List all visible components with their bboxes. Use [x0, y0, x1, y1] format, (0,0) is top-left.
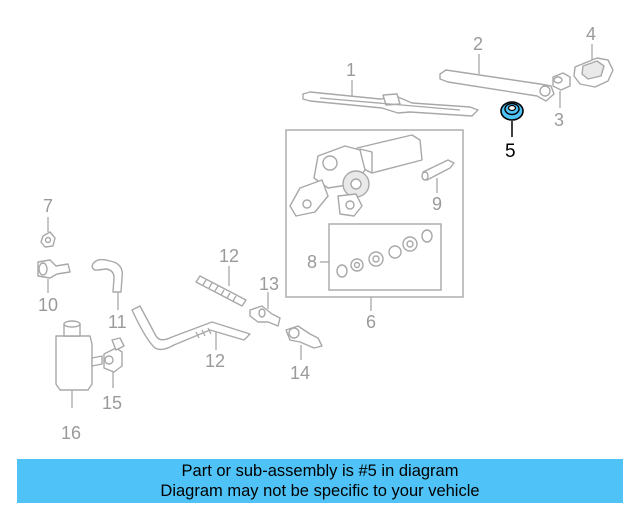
callout-9[interactable]: 9 [432, 194, 442, 214]
callout-5[interactable]: 5 [505, 141, 516, 162]
callout-6[interactable]: 6 [366, 312, 376, 332]
banner-line-2: Diagram may not be specific to your vehi… [160, 482, 480, 500]
callout-12b[interactable]: 12 [205, 351, 225, 371]
part-4-cap[interactable] [573, 57, 614, 88]
callout-14[interactable]: 14 [290, 363, 310, 383]
callout-13[interactable]: 13 [259, 274, 279, 294]
part-12-hose-lower[interactable] [131, 305, 251, 351]
part-5-grommet[interactable] [500, 101, 524, 121]
part-13-connector[interactable] [249, 305, 281, 327]
part-11-hose-elbow[interactable] [91, 258, 124, 293]
banner-line-1: Part or sub-assembly is #5 in diagram [181, 462, 459, 480]
part-3-nut[interactable] [552, 72, 571, 91]
part-14-check-valve[interactable] [285, 325, 323, 349]
part-15-washer-pump[interactable] [103, 337, 125, 373]
part-2-wiper-arm[interactable] [439, 69, 555, 102]
part-7-clip[interactable] [40, 231, 56, 248]
part-9-pin[interactable] [421, 159, 455, 181]
callout-8[interactable]: 8 [307, 252, 317, 272]
callout-10[interactable]: 10 [38, 295, 58, 315]
part-8-seals[interactable] [336, 229, 433, 278]
part-12-ribbed-hose-upper[interactable] [195, 275, 247, 307]
part-16-reservoir[interactable] [55, 320, 103, 391]
callout-1[interactable]: 1 [346, 60, 356, 80]
callout-16[interactable]: 16 [61, 423, 81, 443]
part-6-wiper-motor[interactable] [289, 134, 423, 217]
part-6-box [285, 129, 464, 298]
callout-15[interactable]: 15 [102, 393, 122, 413]
parts-diagram: 1 2 3 4 5 6 [37, 24, 614, 443]
part-1-wiper-blade[interactable] [302, 91, 479, 117]
callout-4[interactable]: 4 [586, 24, 596, 44]
callout-11[interactable]: 11 [108, 312, 127, 332]
callout-12a[interactable]: 12 [219, 246, 239, 266]
part-8-box [328, 223, 442, 291]
callout-7[interactable]: 7 [43, 196, 53, 216]
info-banner: Part or sub-assembly is #5 in diagram Di… [17, 459, 623, 503]
part-10-nozzle[interactable] [37, 259, 71, 279]
callout-3[interactable]: 3 [554, 110, 564, 130]
callout-2[interactable]: 2 [473, 34, 483, 54]
